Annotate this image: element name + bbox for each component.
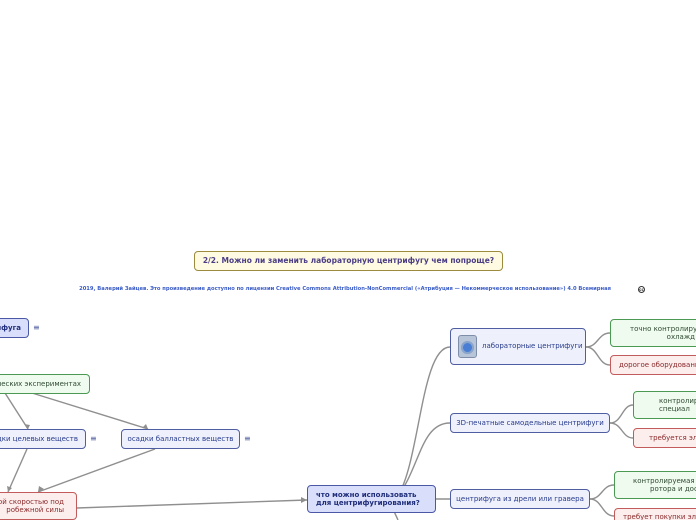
node-centrifuge-left[interactable]: ифуга	[0, 318, 29, 338]
creative-commons-icon[interactable]: cc	[638, 286, 645, 293]
node-control-special-line-1: контролир	[659, 397, 696, 406]
node-what-to-use-line-2: для центрифугирования?	[316, 499, 420, 508]
node-controllable-rotor[interactable]: контролируемая с ротора и дос	[614, 471, 696, 499]
node-what-to-use-line-1: что можно использовать	[316, 491, 416, 500]
node-expensive[interactable]: дорогое оборудовани	[610, 355, 696, 375]
connector-exp-ballast	[32, 393, 148, 429]
node-speed[interactable]: ой скоростью под робежной силы	[0, 492, 77, 520]
centrifuge-image	[458, 335, 477, 358]
node-speed-line-1: ой скоростью под	[0, 498, 64, 507]
node-requires-purchase[interactable]: требует покупки эл	[614, 508, 696, 520]
connector-lab-precise	[586, 333, 610, 347]
connector-3d-requires	[610, 423, 633, 438]
node-what-to-use[interactable]: что можно использовать для центрифугиров…	[307, 485, 436, 513]
connector-3d-control	[610, 405, 633, 423]
node-control-special-line-2: специал	[659, 405, 690, 414]
node-precise-control-line-1: точно контролиру	[630, 325, 696, 334]
node-control-special[interactable]: контролир специал	[633, 391, 696, 419]
note-icon[interactable]: ≡	[90, 435, 97, 443]
connector-ballast-speed	[38, 449, 155, 492]
connector-lab-expensive	[586, 347, 610, 365]
node-3d-printed[interactable]: 3D-печатные самодельные центрифуги	[450, 413, 610, 433]
node-controllable-rotor-line-2: ротора и дос	[633, 485, 696, 494]
node-requires-el[interactable]: требуется эл	[633, 428, 696, 448]
node-experiments[interactable]: ческих экспериментах	[0, 374, 90, 394]
node-controllable-rotor-line-1: контролируемая с	[633, 477, 696, 486]
connector-drill-purchase	[590, 499, 614, 516]
node-lab-centrifuges[interactable]: лабораторные центрифуги	[450, 328, 586, 365]
node-precise-control[interactable]: точно контролиру охлажд	[610, 319, 696, 347]
node-precise-control-line-2: охлажд	[667, 333, 696, 342]
connector-speed-root	[77, 500, 307, 508]
license-text: 2019, Валерий Зайцев. Это произведение д…	[30, 286, 660, 292]
connector-exp-target	[5, 393, 28, 429]
connector-drill-controllable	[590, 485, 614, 499]
node-speed-line-2: робежной силы	[6, 506, 64, 515]
node-lab-centrifuges-label: лабораторные центрифуги	[482, 342, 583, 351]
map-title[interactable]: 2/2. Можно ли заменить лабораторную цент…	[194, 251, 503, 271]
note-icon[interactable]: ≡	[244, 435, 251, 443]
connector-target-speed	[8, 449, 27, 492]
note-icon[interactable]: ≡	[33, 324, 40, 332]
connector-root-lab	[395, 347, 450, 500]
node-drill-centrifuge[interactable]: центрифуга из дрели или гравера	[450, 489, 590, 509]
node-ballast-sediment[interactable]: осадки балластных веществ	[121, 429, 240, 449]
node-target-sediment[interactable]: дки целевых веществ	[0, 429, 86, 449]
